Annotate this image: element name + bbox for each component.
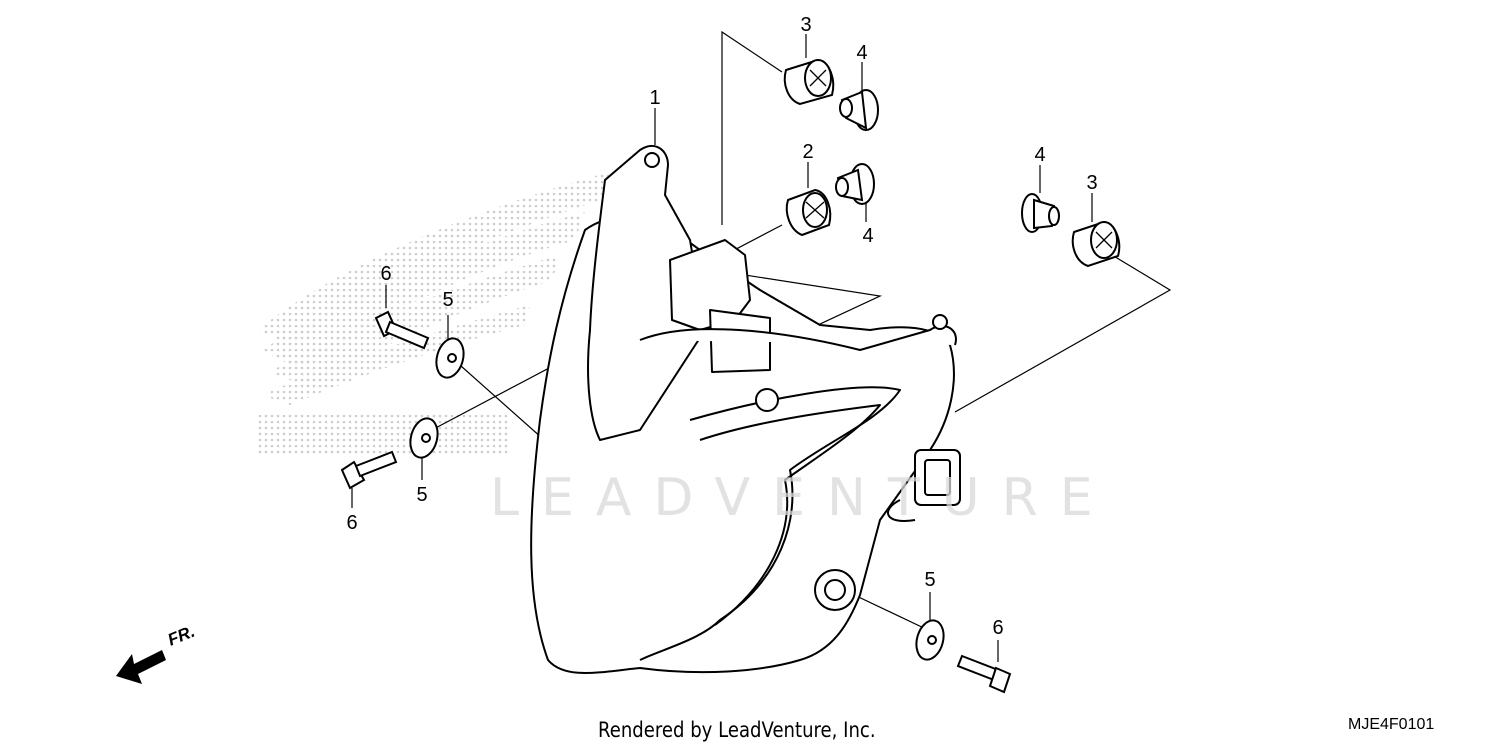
headlight-wire [887, 499, 916, 522]
diagram-code: MJE4F0101 [1348, 716, 1435, 733]
headlight-bracket-left [587, 145, 706, 441]
leader-lines [351, 30, 1172, 662]
callout-bolt-upper-left: 6 [380, 263, 392, 285]
headlight-mount-hole-right [932, 314, 948, 330]
headlight-pivot [755, 388, 779, 412]
headlight-drl-inner [699, 404, 881, 626]
callout-bolt-lower-left: 6 [346, 512, 358, 534]
callout-washer-lower-right: 5 [924, 569, 936, 591]
leader-washer-lower-right [847, 591, 929, 631]
front-direction-arrow-icon [116, 650, 166, 684]
bolt-upper-left [374, 310, 430, 350]
watermark-word: LEADVENTURE [490, 468, 1115, 528]
washer-lower-right [915, 619, 945, 661]
leader-right-bracket [954, 254, 1172, 413]
headlight-mount-plate [669, 239, 751, 331]
bolt-lower-left [340, 450, 398, 490]
headlight-assembly [530, 145, 961, 674]
footer-credit: Rendered by LeadVenture, Inc. [598, 718, 876, 742]
callout-headlight-unit: 1 [649, 87, 661, 109]
brand-watermark-logo [258, 172, 610, 457]
callout-bolt-lower-right: 6 [992, 617, 1004, 639]
collar-top [839, 89, 879, 131]
callout-washer-lower-left: 5 [416, 484, 428, 506]
washer-upper-left [435, 337, 465, 379]
grommet-right [1071, 220, 1121, 268]
callout-grommet-center: 2 [802, 141, 814, 163]
callout-collar-center: 4 [862, 225, 874, 247]
bolt-lower-right [956, 654, 1012, 694]
collar-center [835, 163, 875, 205]
callout-grommet-right: 3 [1086, 172, 1098, 194]
grommet-top [783, 58, 835, 106]
grommet-center [785, 188, 832, 237]
callout-collar-top: 4 [856, 42, 868, 64]
headlight-drl-strip [639, 386, 901, 661]
collar-right [1021, 193, 1060, 233]
washer-lower-left [409, 417, 439, 459]
callout-washer-upper-left: 5 [442, 289, 454, 311]
callout-collar-right: 4 [1034, 144, 1046, 166]
headlight-mount-hole-left [644, 152, 660, 168]
headlight-upper-ring [639, 325, 957, 351]
callout-grommet-top: 3 [800, 14, 812, 36]
leader-grommet-top-bracket [721, 30, 783, 225]
